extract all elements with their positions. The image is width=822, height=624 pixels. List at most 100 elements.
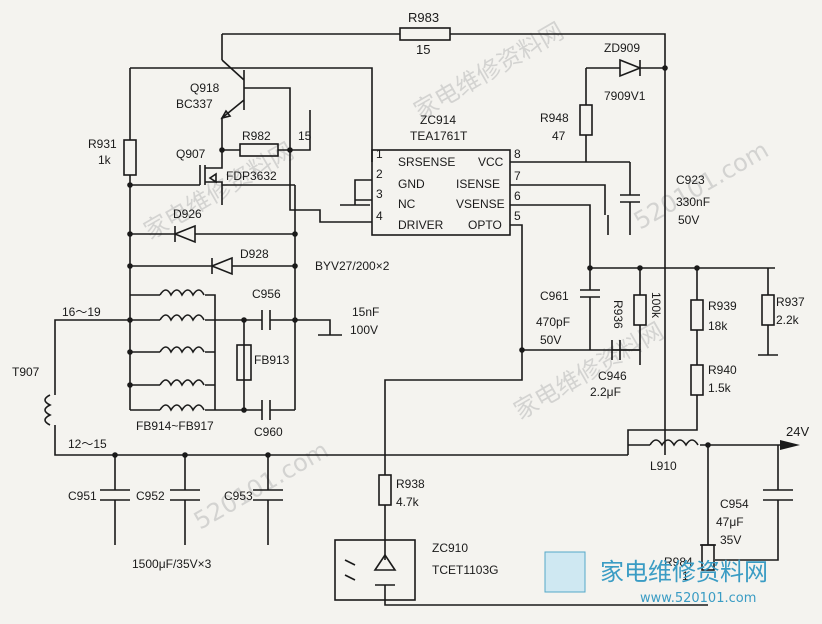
wire-r984 [700,445,716,546]
wire-top-rail [222,33,666,455]
label-r937: R937 [776,295,805,309]
wire-q918-top [130,67,373,162]
site-logo: 家电维修资料网 www.520101.com [544,551,768,606]
pin-srsense: SRSENSE [398,155,455,169]
pin-8: 8 [514,147,521,161]
label-r936: R936 [611,300,625,329]
logo-url: www.520101.com [640,591,756,606]
t907-winding [44,394,52,426]
r983-resistor [399,27,451,41]
pin-nc: NC [398,197,416,211]
pin-4: 4 [376,209,383,223]
label-c946: C946 [598,369,627,383]
label-r931-value: 1k [98,153,112,167]
label-c961-value: 470pF [536,315,570,329]
c960-capacitor [261,400,271,420]
label-r931: R931 [88,137,117,151]
label-c951: C951 [68,489,97,503]
c923-capacitor [607,162,640,235]
c956-capacitor [261,310,271,330]
r948-resistor [579,104,593,136]
label-zc910: ZC910 [432,541,468,555]
label-c952: C952 [136,489,165,503]
label-output-voltage: 24V [786,424,809,439]
zc910-optocoupler [334,539,416,601]
label-c923-voltage: 50V [678,213,699,227]
label-bulk-caps-value: 1500μF/35V×3 [132,557,212,571]
output-arrow-icon [780,440,800,450]
label-r984-value: 1 [682,569,689,583]
label-t907: T907 [12,365,40,379]
label-r983: R983 [408,10,439,25]
label-r940: R940 [708,363,737,377]
label-c960: C960 [254,425,283,439]
pin-2: 2 [376,167,383,181]
label-c954-voltage: 35V [720,533,741,547]
c961-capacitor [580,268,600,350]
pin-vsense: VSENSE [456,197,505,211]
label-r937-value: 2.2k [776,313,800,327]
watermark-text: 家电维修资料网 [509,317,668,425]
label-zc910-part: TCET1103G [432,563,498,577]
label-c954-value: 47μF [716,515,744,529]
label-c923: C923 [676,173,705,187]
opto-arrows-icon [344,559,356,581]
pin-1: 1 [376,147,383,161]
pin-3: 3 [376,187,383,201]
label-c954: C954 [720,497,749,511]
d926-diode [172,224,196,244]
label-q907-part: FDP3632 [226,169,277,183]
label-l910: L910 [650,459,677,473]
label-r940-value: 1.5k [708,381,732,395]
pin-driver: DRIVER [398,218,444,232]
wire-ic-ground [340,179,372,206]
pin-7: 7 [514,169,521,183]
q918-transistor [221,59,291,150]
label-r938: R938 [396,477,425,491]
label-fb913: FB913 [254,353,290,367]
label-c961: C961 [540,289,569,303]
wire-opto-led [384,505,708,606]
zd909-zener [619,58,643,78]
wire-r937 [758,268,778,356]
label-d926: D926 [173,207,202,221]
label-fb914-917: FB914~FB917 [136,419,214,433]
label-c946-value: 2.2μF [590,385,621,399]
tea1761t-ic [371,149,511,236]
wire-ic-right-pins [510,161,775,269]
label-r938-value: 4.7k [396,495,420,509]
r940-resistor [690,364,704,396]
label-d928: D928 [240,247,269,261]
label-r939-value: 18k [708,319,728,333]
c946-capacitor [611,340,621,360]
label-r939: R939 [708,299,737,313]
pin-vcc: VCC [478,155,504,169]
label-q918: Q918 [190,81,220,95]
label-zd909: ZD909 [604,41,640,55]
pin-isense: ISENSE [456,177,500,191]
wire-c956 [244,319,331,335]
label-r948-value: 47 [552,129,566,143]
label-zc914: ZC914 [420,113,456,127]
label-c956-voltage: 100V [350,323,378,337]
l910-inductor [649,439,699,447]
label-diode-part: BYV27/200×2 [315,259,390,273]
wire-zd909 [585,67,665,162]
label-r982-value: 15 [298,129,312,143]
junction-dots [112,65,711,458]
label-c923-value: 330nF [676,195,710,209]
fb913-resistor [236,344,252,381]
watermark-url: 520101.com [189,436,333,536]
opto-led-diode [373,553,397,586]
pin-6: 6 [514,189,521,203]
bulk-capacitors [100,455,283,545]
ferrite-bead-stack [130,289,245,412]
label-r982: R982 [242,129,271,143]
wire-divider [627,268,698,445]
label-c956: C956 [252,287,281,301]
wire-r936 [612,268,641,351]
q907-mosfet [130,150,223,205]
label-c956-value: 15nF [352,305,379,319]
